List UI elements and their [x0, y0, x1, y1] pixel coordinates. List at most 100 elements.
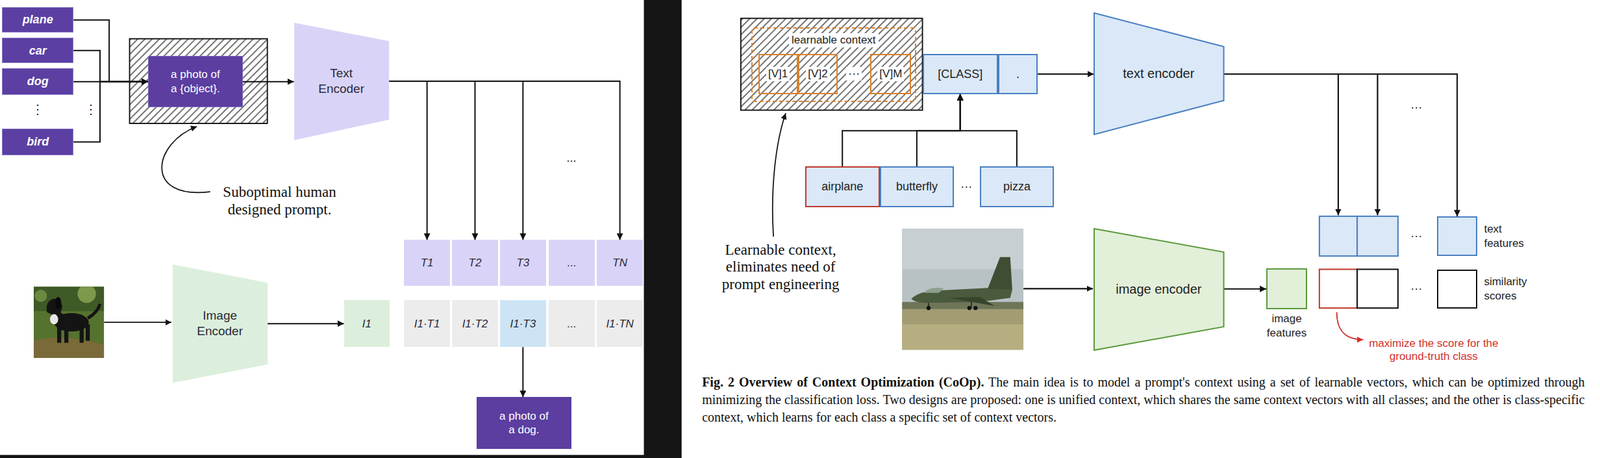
node-text: text features — [1483, 222, 1524, 251]
context-group: learnable context [V]1 [V]2 [V]M — [751, 27, 917, 102]
connector-arrow — [522, 346, 524, 397]
airplane-photo — [901, 228, 1024, 350]
node-text: similarity scores — [1483, 274, 1527, 304]
connector-arrow — [916, 94, 961, 167]
connector-arrow — [73, 20, 149, 82]
connector-arrow — [388, 81, 524, 240]
node-text: butterfly — [896, 179, 938, 195]
trapezoid-outline — [294, 22, 389, 141]
period-token: . — [998, 53, 1038, 94]
context-vector: [V]2 — [798, 53, 838, 94]
ellipsis: ··· — [1410, 281, 1423, 296]
branch-arrow — [1337, 74, 1339, 215]
node-text: Image Encoder — [196, 307, 243, 339]
feature-square — [1437, 216, 1478, 256]
class-name-box: pizza — [979, 166, 1055, 208]
node-text: a photo of a {object}. — [168, 67, 223, 96]
context-vector: [V]1 — [758, 53, 799, 94]
annotation: Suboptimal human designed prompt. — [212, 183, 347, 219]
node-text: I1·T3 — [510, 316, 537, 331]
node-text: plane — [22, 12, 54, 28]
trapezoid-shape — [172, 264, 268, 383]
class-box: bird — [1, 128, 74, 156]
prompt-box: a photo of a {object}. — [148, 55, 243, 108]
node-text: airplane — [821, 179, 863, 195]
annotation: Learnable context, eliminates need of pr… — [715, 241, 846, 293]
trapezoid-outline — [172, 264, 268, 383]
class-box: car — [1, 37, 74, 63]
connector-arrow — [267, 322, 345, 325]
trapezoid-outline — [1094, 228, 1225, 350]
connector-arrow — [842, 94, 960, 167]
leader-arrow — [772, 112, 786, 237]
similarity-cell: ... — [548, 300, 595, 347]
prediction-box: a photo of a dog. — [476, 396, 572, 449]
red-arrow — [1337, 311, 1364, 339]
node-text: ... — [567, 316, 577, 331]
photo-arrow — [1023, 287, 1093, 289]
similarity-cell: I1·T2 — [451, 300, 499, 347]
connector-arrow — [388, 81, 476, 240]
class-name-box: butterfly — [879, 166, 955, 208]
node-text: [V]M — [877, 66, 904, 81]
trapezoid-outline — [1094, 12, 1225, 135]
ellipsis: ··· — [960, 179, 973, 194]
node-text: a photo of a dog. — [497, 409, 551, 438]
connector-arrow — [73, 50, 149, 82]
node-text: pizza — [1003, 179, 1031, 195]
image-feature: image features — [1266, 268, 1308, 310]
text-encoder: Text Encoder — [294, 22, 389, 141]
image-encoder: Image Encoder — [172, 264, 268, 383]
text-feature-box: ... — [548, 239, 595, 286]
node-text: [CLASS] — [937, 66, 983, 82]
class-box: dog — [1, 68, 74, 95]
similarity-cell: I1·TN — [596, 300, 643, 347]
annotation: maximize the score for the ground-truth … — [1365, 337, 1502, 364]
node-text: dog — [27, 74, 49, 89]
feature-square — [1437, 269, 1478, 309]
text-feature-box: T2 — [451, 239, 499, 286]
feature-square — [1266, 268, 1308, 310]
node-text: learnable context — [788, 33, 878, 47]
score-box — [1319, 269, 1358, 309]
image-encoder: image encoder — [1094, 228, 1225, 350]
node-text: T1 — [420, 255, 434, 270]
class-token: [CLASS] — [922, 53, 999, 94]
node-text: Text Encoder — [318, 65, 365, 97]
connector-arrow — [1223, 74, 1458, 217]
similarity-cell: I1·T1 — [403, 300, 450, 347]
node-text: ... — [567, 255, 577, 270]
right-panel — [681, 0, 1600, 458]
branch-arrow — [1376, 74, 1378, 215]
connector-arrow — [388, 81, 428, 240]
text-feature-box — [1319, 216, 1358, 256]
left-panel — [0, 0, 645, 455]
similarity-score: similarity scores — [1437, 269, 1478, 309]
node-text: I1 — [362, 316, 372, 331]
text-feature-box: T1 — [403, 239, 450, 286]
connector-arrow — [960, 94, 1017, 167]
image-feature-box: I1 — [344, 300, 391, 347]
class-box: plane — [1, 7, 74, 33]
text-feature-box: T3 — [500, 239, 547, 286]
node-text: T2 — [468, 255, 482, 270]
node-text: image features — [1266, 311, 1307, 341]
class-name-box: airplane — [805, 166, 880, 208]
node-text: [V]2 — [805, 66, 830, 81]
connector-arrow — [73, 81, 149, 143]
ellipsis: ··· — [1410, 229, 1423, 243]
leader-arrow — [161, 126, 210, 193]
ellipsis: ··· — [846, 66, 862, 81]
connector-arrow — [242, 81, 295, 83]
dog-photo — [33, 286, 104, 358]
text-feature-box — [1357, 216, 1399, 256]
hatched-context-frame — [740, 18, 923, 110]
node-text: I1·T1 — [414, 316, 441, 331]
similarity-cell: I1·T3 — [500, 300, 547, 347]
text-encoder: text encoder — [1094, 12, 1225, 135]
ellipsis: ⋮ — [84, 101, 98, 117]
node-text: I1·T2 — [462, 316, 489, 331]
node-text: . — [1016, 66, 1020, 82]
node-text: I1·TN — [605, 316, 634, 331]
